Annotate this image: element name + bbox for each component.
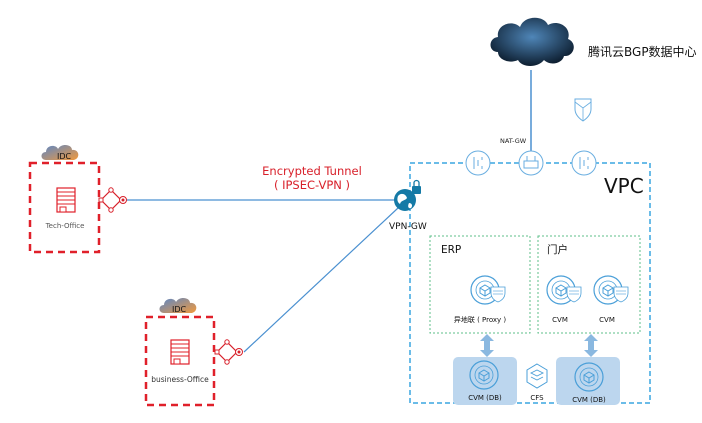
subnet-title: 门户 xyxy=(547,243,568,256)
db-server-1: CVM (DB) xyxy=(453,357,517,405)
db-label: CVM (DB) xyxy=(468,394,502,402)
db-server-2: CVM (DB) xyxy=(556,357,620,405)
subnet-title: ERP xyxy=(441,244,461,256)
vpn-gateway-icon xyxy=(394,179,421,211)
building-icon xyxy=(56,187,76,213)
cloud-label: 腾讯云BGP数据中心 xyxy=(588,44,697,59)
subnet-portal: 门户 CVM CVM xyxy=(537,235,641,334)
cfs-label: CFS xyxy=(530,394,544,402)
node-label: CVM xyxy=(599,316,615,324)
building-icon xyxy=(170,339,190,365)
tunnel-protocol-label: ( IPSEC-VPN ) xyxy=(274,178,350,192)
idc-label: IDC xyxy=(172,305,187,314)
vpc-label: VPC xyxy=(604,174,644,198)
gateway-icon xyxy=(571,150,597,176)
cfs-storage: CFS xyxy=(526,363,548,402)
tencent-cloud-icon xyxy=(490,17,574,66)
bidirectional-arrow-icon xyxy=(584,334,598,357)
nat-gw-label: NAT-GW xyxy=(500,137,527,145)
security-group-icon xyxy=(566,286,582,303)
bidirectional-arrow-icon xyxy=(480,334,494,357)
security-group-icon xyxy=(613,286,629,303)
router-icon xyxy=(98,187,128,213)
security-shield-icon xyxy=(574,98,592,122)
nat-gateway-icon xyxy=(518,150,544,176)
business-office: IDC business-Office xyxy=(144,297,216,407)
db-label: CVM (DB) xyxy=(572,396,606,404)
subnet-erp: ERP 异地联 ( Proxy ) xyxy=(429,235,531,334)
tunnel-label: Encrypted Tunnel xyxy=(262,164,362,178)
office-name: Tech-Office xyxy=(45,222,85,230)
security-group-icon xyxy=(490,286,506,303)
business-office-link xyxy=(243,207,399,353)
cfs-icon xyxy=(526,363,548,389)
node-label: 异地联 ( Proxy ) xyxy=(454,315,507,324)
gateway-icon xyxy=(465,150,491,176)
node-label: CVM xyxy=(552,316,568,324)
tech-office: IDC Tech-Office xyxy=(28,144,101,254)
vpn-gw-label: VPN-GW xyxy=(389,222,427,232)
router-icon xyxy=(214,339,244,365)
office-name: business-Office xyxy=(151,375,209,384)
idc-label: IDC xyxy=(57,152,72,161)
